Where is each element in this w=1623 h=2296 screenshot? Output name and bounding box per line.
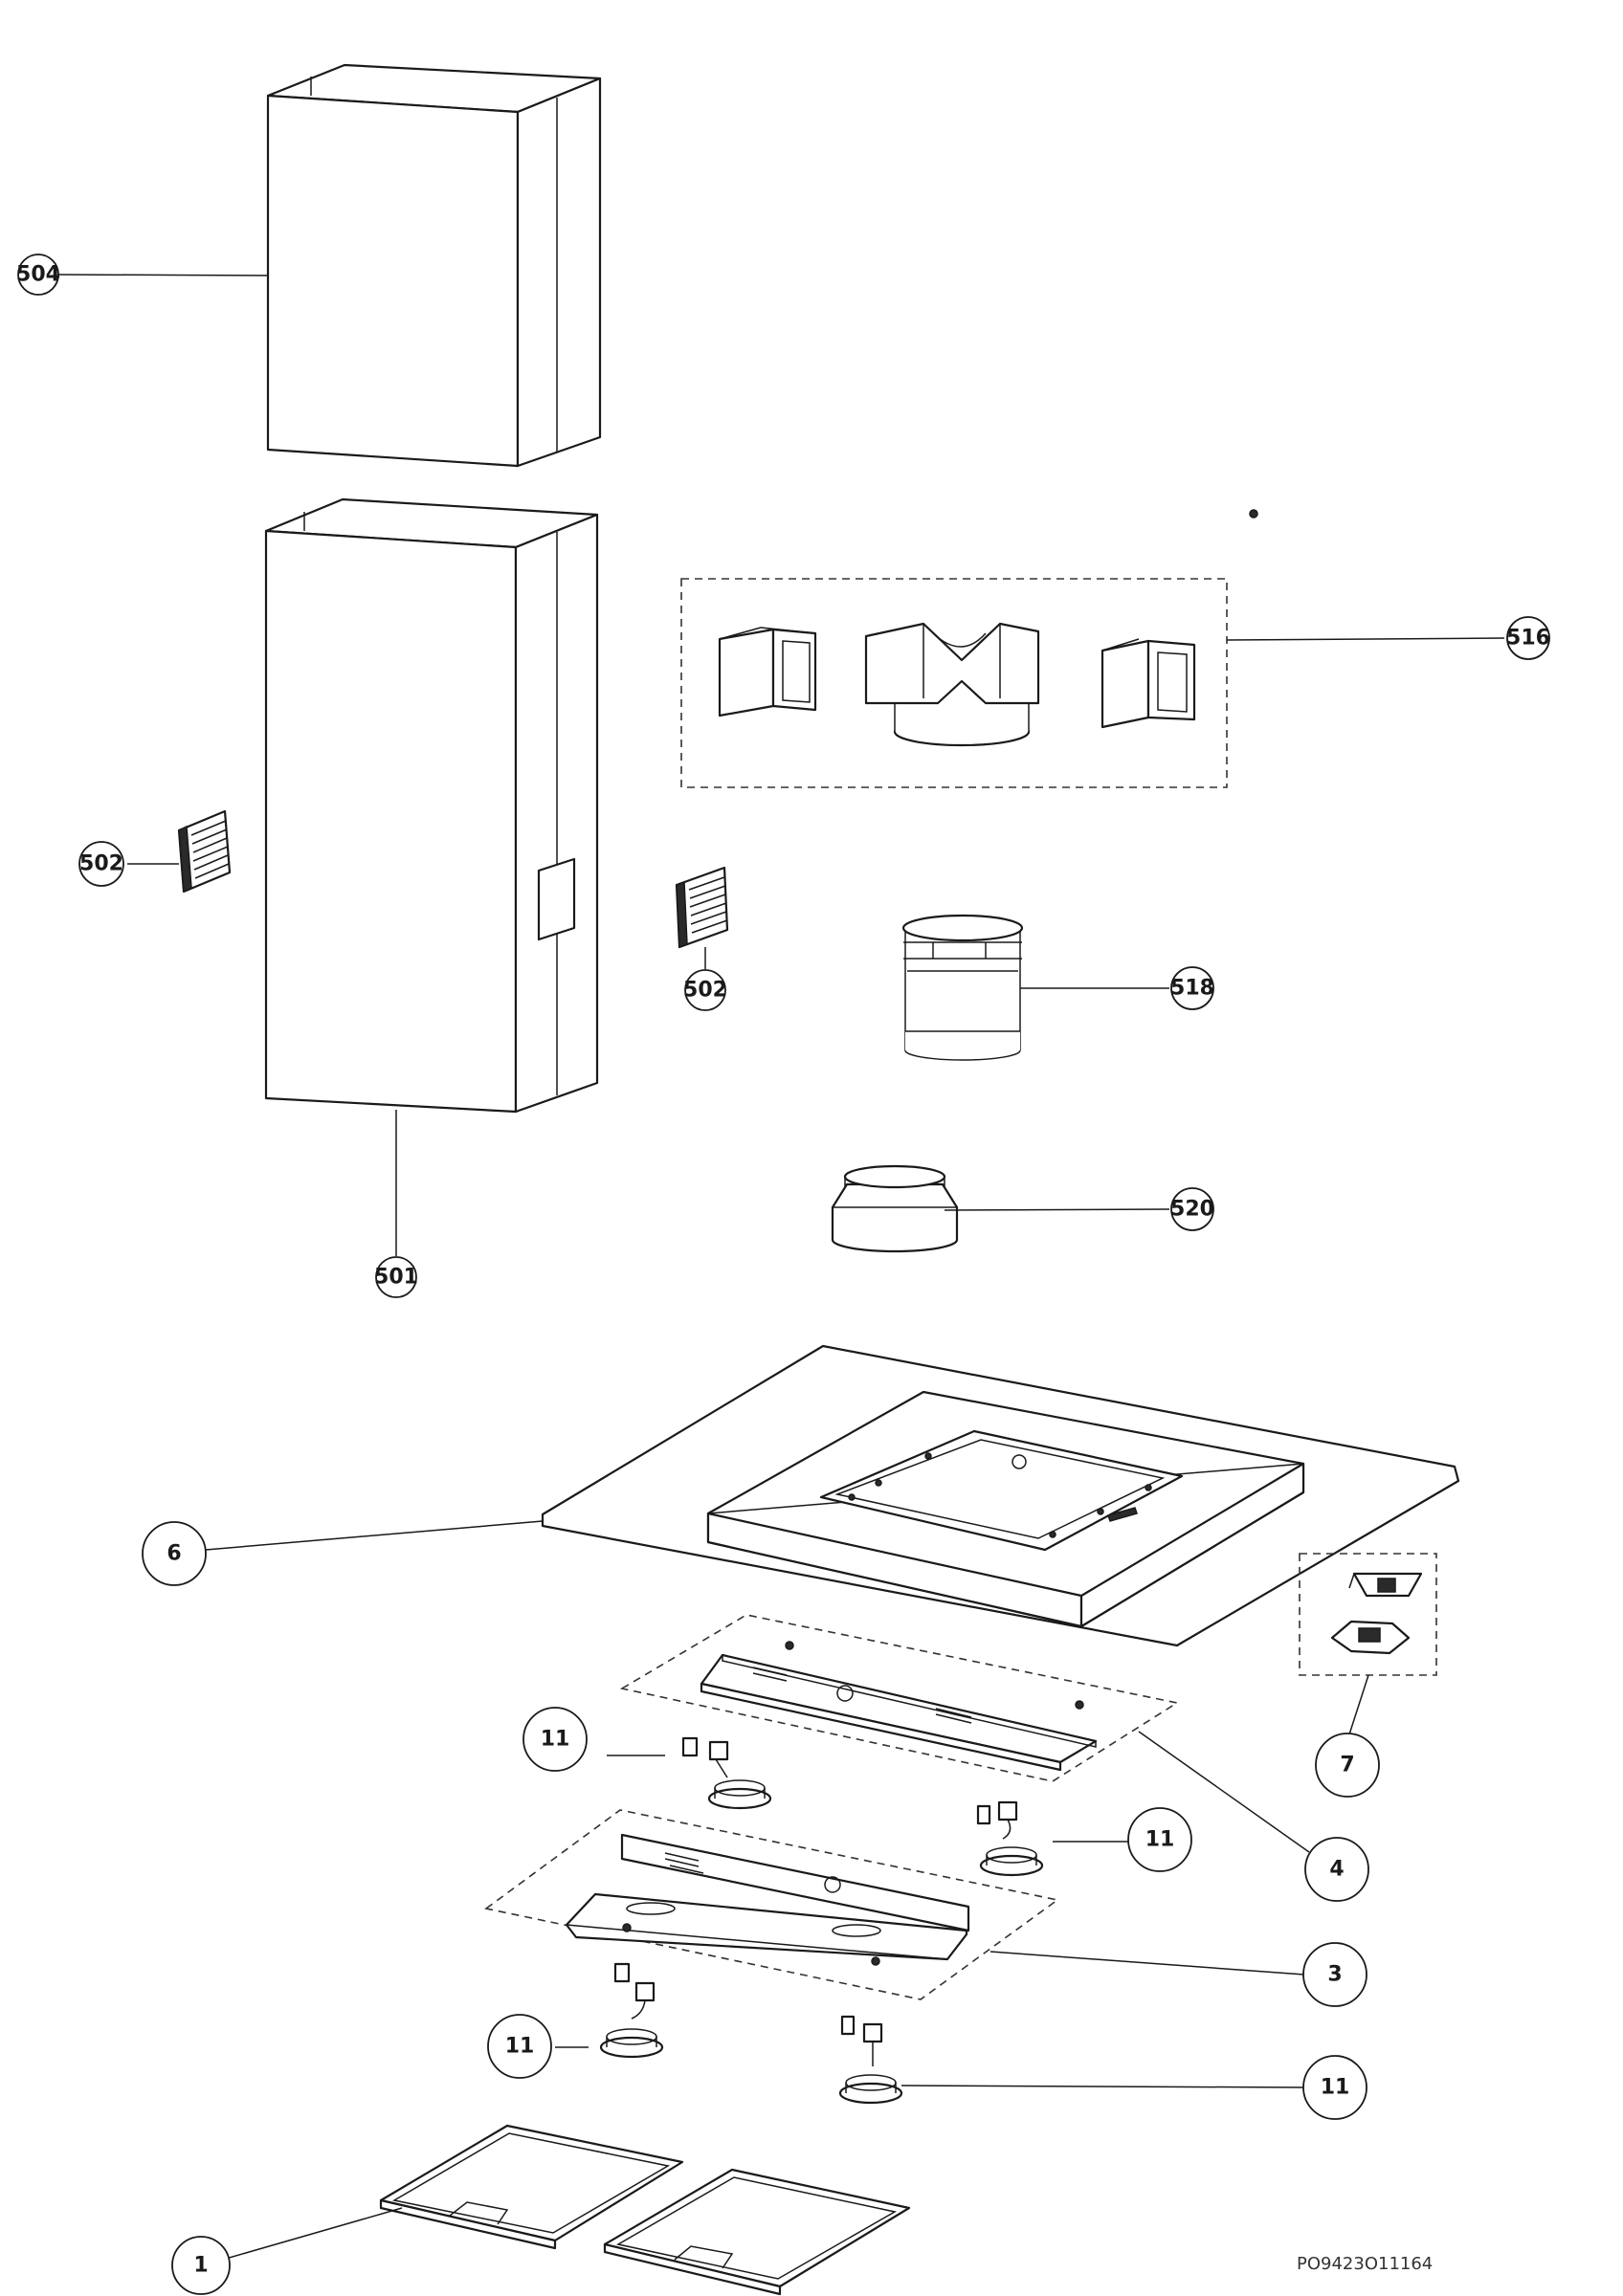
svg-text:516: 516 xyxy=(1506,627,1550,651)
spotlight-11-c xyxy=(599,1962,664,2059)
svg-text:3: 3 xyxy=(1327,1963,1342,1987)
svg-text:501: 501 xyxy=(374,1266,418,1290)
svg-text:1: 1 xyxy=(193,2254,208,2278)
leader-516 xyxy=(1226,637,1505,641)
callout-6: 6 xyxy=(142,1521,207,1586)
callout-11-b: 11 xyxy=(1127,1807,1192,1872)
hood-canopy-6 xyxy=(541,1344,1460,1647)
document-code: PO9423O11164 xyxy=(1297,2254,1433,2274)
callout-7: 7 xyxy=(1315,1733,1380,1798)
callout-3: 3 xyxy=(1302,1942,1367,2007)
callout-502-left: 502 xyxy=(78,841,124,887)
lower-chimney-501 xyxy=(264,497,599,1114)
grease-filter-1-left xyxy=(379,2124,684,2250)
svg-text:504: 504 xyxy=(16,263,60,287)
group-box-516 xyxy=(680,578,1228,788)
leader-1 xyxy=(211,2207,403,2263)
group-box-4 xyxy=(619,1614,1180,1782)
svg-text:7: 7 xyxy=(1340,1754,1354,1777)
stray-dot xyxy=(1249,509,1258,519)
group-box-3 xyxy=(484,1809,1059,2000)
upper-chimney-504 xyxy=(266,63,602,468)
reducer-520 xyxy=(831,1164,959,1253)
group-box-7 xyxy=(1299,1553,1437,1676)
duct-adapter-right xyxy=(1101,638,1196,729)
callout-1: 1 xyxy=(171,2236,231,2295)
leader-504 xyxy=(55,274,269,276)
spotlight-11-d xyxy=(838,2015,903,2105)
svg-text:4: 4 xyxy=(1329,1858,1344,1882)
svg-text:11: 11 xyxy=(1145,1828,1175,1852)
svg-text:6: 6 xyxy=(167,1542,181,1566)
vent-grille-502-left xyxy=(177,809,232,894)
callout-520: 520 xyxy=(1170,1187,1214,1231)
light-bracket-3 xyxy=(565,1833,970,1966)
svg-text:11: 11 xyxy=(541,1728,570,1752)
callout-502-right: 502 xyxy=(683,969,727,1011)
callout-4: 4 xyxy=(1304,1837,1369,1902)
callout-501: 501 xyxy=(374,1256,418,1298)
callout-518: 518 xyxy=(1170,966,1214,1010)
callout-11-c: 11 xyxy=(487,2014,552,2079)
spotlight-11-b xyxy=(976,1800,1044,1877)
duct-flange-518 xyxy=(901,914,1024,1061)
callout-516: 516 xyxy=(1506,616,1550,660)
svg-text:520: 520 xyxy=(1170,1198,1214,1222)
leader-6 xyxy=(205,1520,544,1551)
callout-11-a: 11 xyxy=(522,1707,588,1772)
leader-11-d xyxy=(900,2085,1305,2088)
mounting-clip-upper xyxy=(1348,1572,1423,1598)
leader-520 xyxy=(944,1208,1170,1211)
callout-504: 504 xyxy=(16,254,60,296)
leader-4 xyxy=(1138,1731,1310,1853)
svg-text:11: 11 xyxy=(505,2035,535,2059)
svg-text:502: 502 xyxy=(683,979,727,1003)
leader-3 xyxy=(989,1951,1305,1976)
light-bracket-4 xyxy=(700,1641,1098,1772)
callout-11-d: 11 xyxy=(1302,2055,1367,2120)
leader-7 xyxy=(1348,1674,1369,1735)
svg-text:518: 518 xyxy=(1170,977,1214,1001)
vent-grille-502-right xyxy=(675,866,729,949)
svg-text:502: 502 xyxy=(79,852,123,876)
spotlight-11-a xyxy=(681,1736,772,1810)
mounting-clip-lower xyxy=(1330,1620,1411,1655)
svg-text:11: 11 xyxy=(1321,2076,1350,2100)
duct-adapter-left xyxy=(718,627,817,718)
grease-filter-1-right xyxy=(603,2168,911,2296)
duct-adapter-center xyxy=(864,622,1040,747)
